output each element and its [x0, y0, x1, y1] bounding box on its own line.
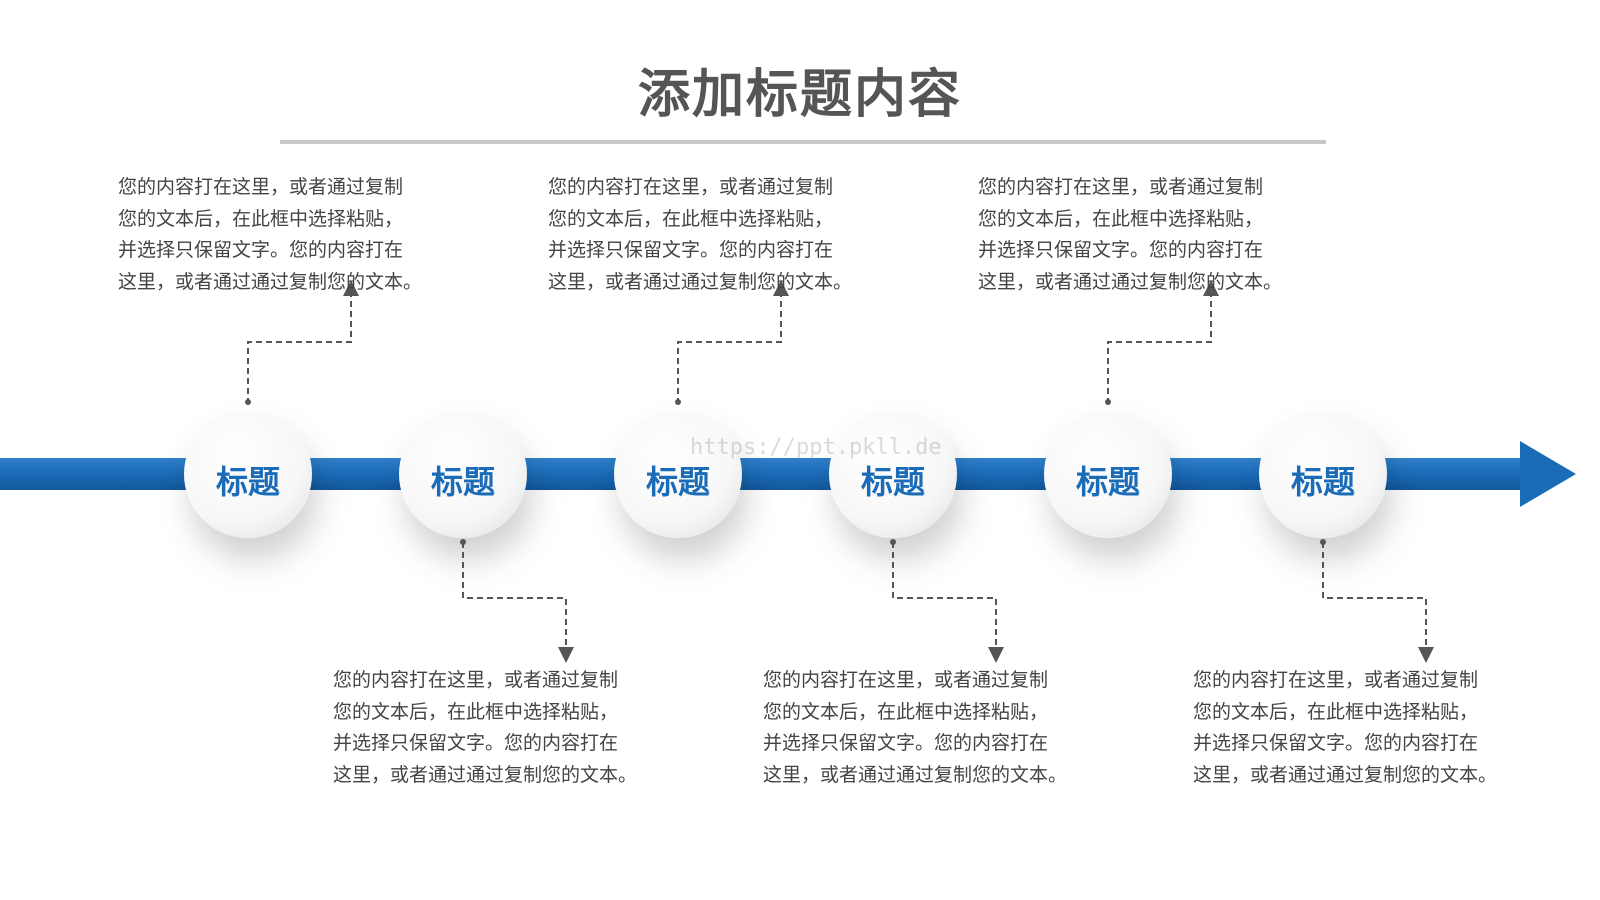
description-line: 这里，或者通过通过复制您的文本。	[333, 763, 638, 786]
description-line: 您的文本后，在此框中选择粘贴，	[118, 207, 404, 230]
dashed-connector	[892, 542, 1004, 663]
node-circle	[829, 410, 957, 538]
dashed-connector	[462, 542, 574, 663]
timeline-arrowhead-icon	[1520, 441, 1576, 507]
description-line: 这里，或者通过通过复制您的文本。	[1193, 763, 1498, 786]
watermark: https://ppt.pkll.de	[690, 435, 942, 460]
node-title: 标题	[215, 463, 280, 501]
connector-dot	[675, 399, 681, 405]
node-circle	[614, 410, 742, 538]
connector-dot	[245, 399, 251, 405]
description-line: 这里，或者通过通过复制您的文本。	[548, 270, 853, 293]
dashed-connector	[677, 280, 789, 404]
node-description: 您的内容打在这里，或者通过复制您的文本后，在此框中选择粘贴， 并选择只保留文字。您…	[333, 665, 673, 791]
description-line: 您的内容打在这里，或者通过复制	[1193, 669, 1479, 691]
page-title: 添加标题内容	[637, 65, 962, 125]
node-title: 标题	[430, 463, 495, 501]
description-line: 您的文本后，在此框中选择粘贴，	[1193, 700, 1479, 723]
description-line: 并选择只保留文字。您的内容打在	[118, 239, 404, 261]
node-circle	[399, 410, 527, 538]
dashed-connector	[1107, 280, 1219, 404]
node-circle	[184, 410, 312, 538]
dashed-connector	[247, 280, 359, 404]
connector-dot	[1105, 399, 1111, 405]
description-line: 您的内容打在这里，或者通过复制	[333, 669, 619, 691]
dashed-connector	[1322, 542, 1434, 663]
node-title: 标题	[860, 463, 925, 501]
connector-dot	[460, 539, 466, 545]
node-title: 标题	[1290, 463, 1355, 501]
description-line: 您的文本后，在此框中选择粘贴，	[763, 700, 1049, 723]
node-description: 您的内容打在这里，或者通过复制您的文本后，在此框中选择粘贴， 并选择只保留文字。您…	[1193, 665, 1533, 791]
description-line: 这里，或者通过通过复制您的文本。	[118, 270, 423, 293]
node-description: 您的内容打在这里，或者通过复制您的文本后，在此框中选择粘贴， 并选择只保留文字。您…	[118, 172, 458, 298]
connector-dot	[1320, 539, 1326, 545]
description-line: 您的文本后，在此框中选择粘贴，	[333, 700, 619, 723]
node-circle	[1259, 410, 1387, 538]
node-description: 您的内容打在这里，或者通过复制您的文本后，在此框中选择粘贴， 并选择只保留文字。您…	[548, 172, 888, 298]
description-line: 并选择只保留文字。您的内容打在	[548, 239, 834, 261]
description-line: 并选择只保留文字。您的内容打在	[1193, 732, 1479, 754]
description-line: 您的内容打在这里，或者通过复制	[548, 176, 834, 198]
description-line: 这里，或者通过通过复制您的文本。	[763, 763, 1068, 786]
node-description: 您的内容打在这里，或者通过复制您的文本后，在此框中选择粘贴， 并选择只保留文字。您…	[763, 665, 1103, 791]
description-line: 并选择只保留文字。您的内容打在	[333, 732, 619, 754]
node-circle	[1044, 410, 1172, 538]
description-line: 这里，或者通过通过复制您的文本。	[978, 270, 1283, 293]
node-title: 标题	[1075, 463, 1140, 501]
description-line: 并选择只保留文字。您的内容打在	[763, 732, 1049, 754]
node-title: 标题	[645, 463, 710, 501]
description-line: 并选择只保留文字。您的内容打在	[978, 239, 1264, 261]
description-line: 您的内容打在这里，或者通过复制	[978, 176, 1264, 198]
connector-dot	[890, 539, 896, 545]
description-line: 您的内容打在这里，或者通过复制	[763, 669, 1049, 691]
description-line: 您的文本后，在此框中选择粘贴，	[978, 207, 1264, 230]
node-description: 您的内容打在这里，或者通过复制您的文本后，在此框中选择粘贴， 并选择只保留文字。您…	[978, 172, 1318, 298]
description-line: 您的文本后，在此框中选择粘贴，	[548, 207, 834, 230]
title-divider	[280, 140, 1326, 144]
description-line: 您的内容打在这里，或者通过复制	[118, 176, 404, 198]
